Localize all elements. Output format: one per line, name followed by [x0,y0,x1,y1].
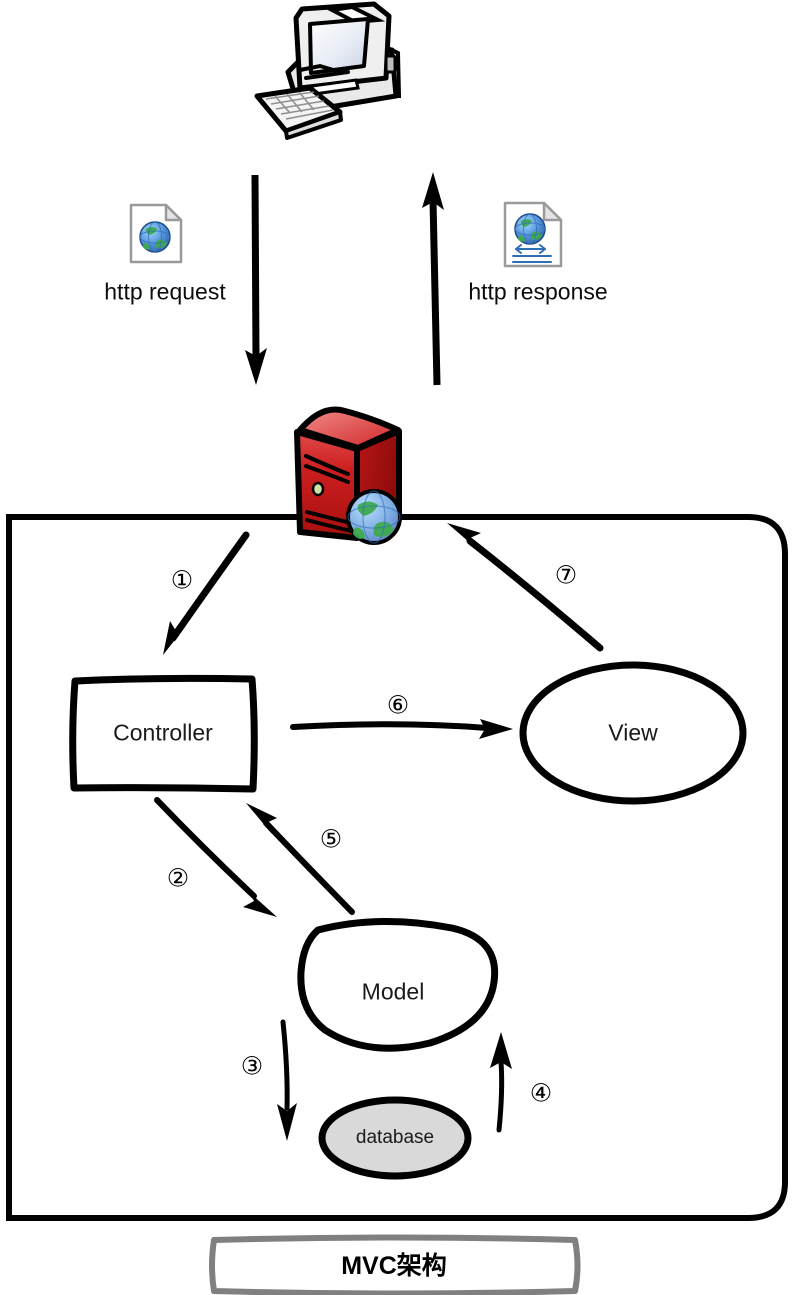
server-globe-icon [294,406,402,545]
web-page-globe-icon [129,203,183,264]
diagram-caption: MVC架构 [341,1252,447,1280]
view-label: View [608,719,658,746]
http-request-arrow [245,174,267,385]
database-node [318,1096,472,1180]
model-node [297,918,499,1052]
flow-arrow-7 [447,523,604,652]
view-node [519,661,747,805]
flow-label-6: ⑥ [386,690,410,720]
flow-arrow-2 [154,797,277,917]
flow-label-3: ③ [240,1051,264,1081]
flow-label-1: ① [170,565,194,595]
http-response-arrow [422,172,444,386]
controller-label: Controller [113,719,213,746]
flow-arrow-5 [246,803,355,915]
flow-label-2: ② [166,863,190,893]
flow-arrow-1 [163,531,250,655]
http-request-label: http request [104,278,226,305]
web-page-html-icon [503,201,563,268]
http-response-label: http response [468,278,608,305]
caption-box [209,1234,581,1295]
desktop-computer-icon [254,1,402,140]
database-label: database [355,1127,435,1148]
flow-arrow-4 [490,1032,512,1133]
controller-node [69,674,258,793]
flow-arrow-6 [290,719,513,739]
flow-label-7: ⑦ [554,560,578,590]
flow-arrow-3 [277,1019,297,1141]
model-label: Model [361,978,425,1005]
flow-label-5: ⑤ [319,824,343,854]
flow-label-4: ④ [529,1078,553,1108]
mvc-container-box [6,514,788,1221]
